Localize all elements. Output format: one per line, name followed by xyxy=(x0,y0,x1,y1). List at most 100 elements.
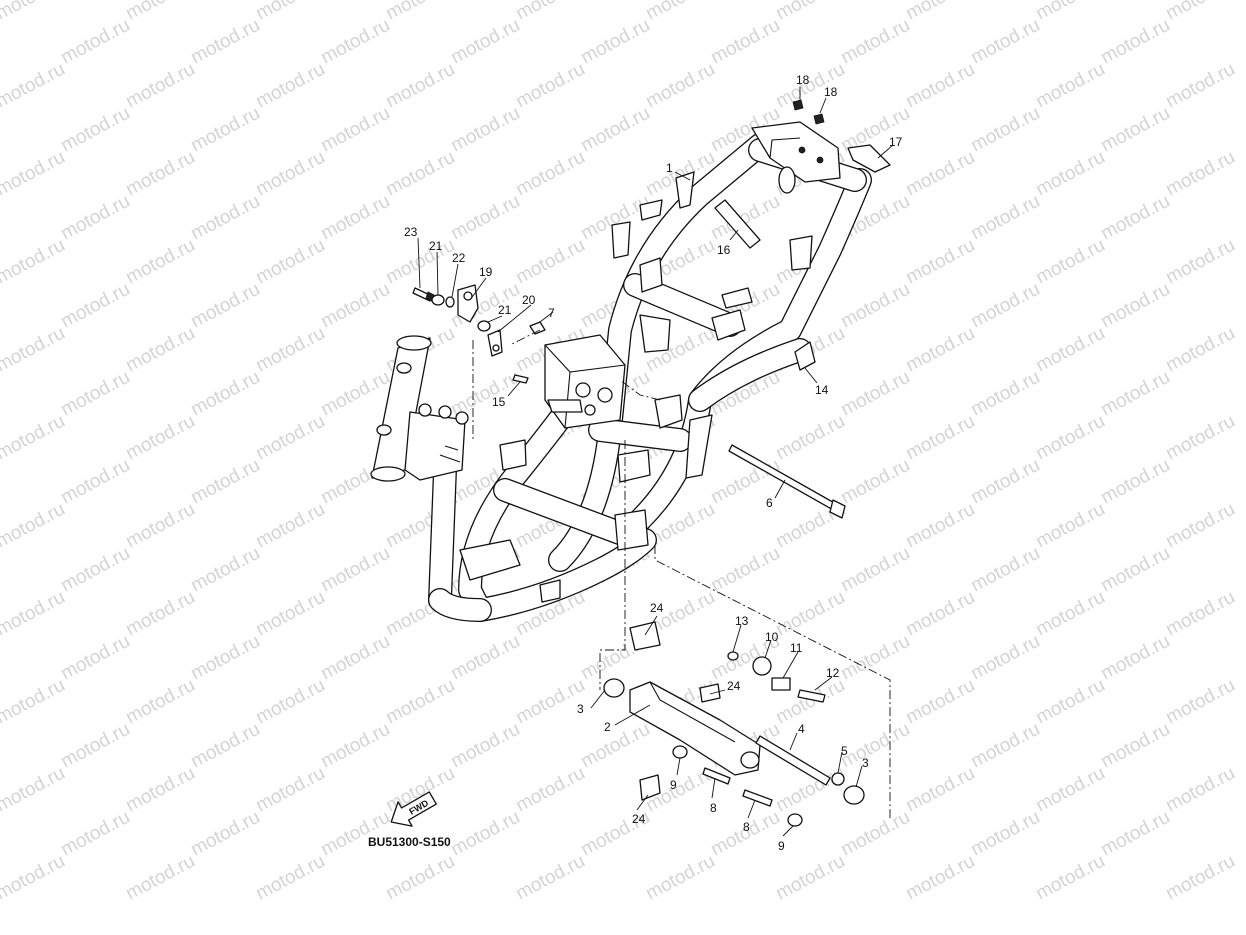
nut-9a xyxy=(672,745,688,759)
callout-11: 11 xyxy=(790,641,803,655)
watermark-text: motod.ru xyxy=(967,103,1043,157)
watermark-text: motod.ru xyxy=(642,0,718,24)
watermark-text: motod.ru xyxy=(122,235,198,289)
watermark-text: motod.ru xyxy=(317,279,393,333)
callout-13: 13 xyxy=(735,614,749,628)
watermark-text: motod.ru xyxy=(967,191,1043,245)
watermark-text: motod.ru xyxy=(512,763,588,817)
watermark-text: motod.ru xyxy=(1097,367,1173,421)
callout-24: 24 xyxy=(632,812,646,826)
callout-6: 6 xyxy=(766,496,773,510)
watermark-text: motod.ru xyxy=(1097,191,1173,245)
watermark-text: motod.ru xyxy=(0,147,69,201)
watermark-text: motod.ru xyxy=(252,0,328,24)
watermark-text: motod.ru xyxy=(1032,675,1108,729)
watermark-text: motod.ru xyxy=(122,323,198,377)
watermark-text: motod.ru xyxy=(447,719,523,773)
callout-20: 20 xyxy=(522,293,536,307)
callout-1: 1 xyxy=(666,161,673,175)
watermark-text: motod.ru xyxy=(772,0,848,24)
callout-21: 21 xyxy=(429,239,443,253)
engine-bracket-assembly xyxy=(603,621,865,827)
watermark-text: motod.ru xyxy=(1097,15,1173,69)
main-frame xyxy=(370,121,872,622)
watermark-text: motod.ru xyxy=(902,147,978,201)
watermark-text: motod.ru xyxy=(837,719,913,773)
bolt-8a xyxy=(702,767,731,785)
shaft-4 xyxy=(755,735,831,786)
nut-5 xyxy=(831,772,845,786)
watermark-text: motod.ru xyxy=(57,719,133,773)
callout-2: 2 xyxy=(604,720,611,734)
callout-18: 18 xyxy=(824,85,838,99)
watermark-text: motod.ru xyxy=(707,543,783,597)
callout-3: 3 xyxy=(862,756,869,770)
watermark-text: motod.ru xyxy=(1097,719,1173,773)
bracket xyxy=(499,439,527,471)
watermark-text: motod.ru xyxy=(317,719,393,773)
watermark-text: motod.ru xyxy=(317,543,393,597)
watermark-text: motod.ru xyxy=(837,367,913,421)
watermark-text: motod.ru xyxy=(252,851,328,905)
watermark-text: motod.ru xyxy=(187,543,263,597)
callout-23: 23 xyxy=(404,225,418,239)
watermark-text: motod.ru xyxy=(902,59,978,113)
watermark-text: motod.ru xyxy=(57,455,133,509)
callout-8: 8 xyxy=(743,820,750,834)
watermark-text: motod.ru xyxy=(447,191,523,245)
watermark-text: motod.ru xyxy=(0,763,69,817)
watermark-text: motod.ru xyxy=(772,851,848,905)
tape-24b xyxy=(699,683,721,703)
nut-9b xyxy=(787,813,803,827)
watermark-text: motod.ru xyxy=(902,763,978,817)
watermark-text: motod.ru xyxy=(902,851,978,905)
watermark-text: motod.ru xyxy=(837,807,913,861)
watermark-text: motod.ru xyxy=(57,191,133,245)
watermark-text: motod.ru xyxy=(512,147,588,201)
watermark-text: motod.ru xyxy=(967,719,1043,773)
watermark-text: motod.ru xyxy=(1162,851,1238,905)
watermark-text: motod.ru xyxy=(382,851,458,905)
callout-8: 8 xyxy=(710,801,717,815)
watermark-text: motod.ru xyxy=(122,499,198,553)
watermark-text: motod.ru xyxy=(642,851,718,905)
bracket-20 xyxy=(487,329,503,357)
watermark-text: motod.ru xyxy=(382,147,458,201)
watermark-text: motod.ru xyxy=(1032,323,1108,377)
watermark-text: motod.ru xyxy=(252,235,328,289)
watermark-text: motod.ru xyxy=(1162,675,1238,729)
watermark-text: motod.ru xyxy=(187,807,263,861)
watermark-text: motod.ru xyxy=(187,455,263,509)
bracket xyxy=(614,509,649,551)
watermark-text: motod.ru xyxy=(252,499,328,553)
bracket xyxy=(459,539,521,581)
watermark-text: motod.ru xyxy=(1032,0,1108,24)
bracket xyxy=(617,449,651,483)
watermark-text: motod.ru xyxy=(577,719,653,773)
watermark-text: motod.ru xyxy=(122,0,198,24)
watermark-text: motod.ru xyxy=(187,103,263,157)
watermark-text: motod.ru xyxy=(902,675,978,729)
watermark-text: motod.ru xyxy=(252,323,328,377)
watermark-text: motod.ru xyxy=(1162,147,1238,201)
washer-13 xyxy=(727,651,739,661)
watermark-text: motod.ru xyxy=(967,367,1043,421)
watermark-text: motod.ru xyxy=(1162,763,1238,817)
callout-3: 3 xyxy=(577,702,584,716)
watermark-text: motod.ru xyxy=(382,0,458,24)
watermark-text: motod.ru xyxy=(187,15,263,69)
watermark-text: motod.ru xyxy=(187,367,263,421)
watermark-text: motod.ru xyxy=(512,0,588,24)
head-gusset xyxy=(404,411,466,481)
spacer-11 xyxy=(771,677,791,691)
callout-4: 4 xyxy=(798,722,805,736)
watermark-text: motod.ru xyxy=(1097,103,1173,157)
watermark-text: motod.ru xyxy=(1032,59,1108,113)
bracket xyxy=(685,414,713,479)
bracket xyxy=(639,199,663,221)
watermark-text: motod.ru xyxy=(0,587,69,641)
watermark-text: motod.ru xyxy=(447,103,523,157)
watermark-text: motod.ru xyxy=(57,15,133,69)
watermark-text: motod.ru xyxy=(122,59,198,113)
